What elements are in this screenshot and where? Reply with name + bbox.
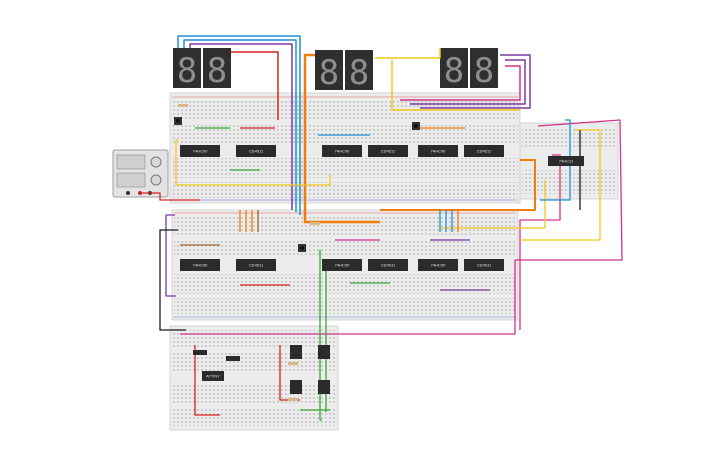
chip-right-board: 74HC11 — [548, 156, 584, 166]
svg-text:8: 8 — [444, 51, 464, 91]
transistors — [193, 345, 330, 394]
chip — [180, 145, 220, 157]
chip-label: 74HC00 — [431, 263, 446, 268]
chip-label: ATTINY — [206, 374, 220, 379]
chip — [464, 259, 504, 271]
chip — [236, 259, 276, 271]
chip-label: CD4511 — [477, 263, 492, 268]
seven-segment-display-2: 8 — [203, 48, 231, 91]
svg-text:8: 8 — [207, 51, 227, 91]
chip — [464, 145, 504, 157]
seven-segment-display-4: 8 — [345, 50, 373, 93]
breadboard-bottom — [169, 325, 339, 431]
chip-attiny: ATTINY — [202, 371, 224, 381]
seven-segment-display-5: 8 — [440, 48, 468, 91]
chip-label: CD4511 — [249, 149, 264, 154]
push-buttons[interactable] — [174, 117, 420, 252]
resistors — [178, 104, 320, 401]
wires — [140, 35, 623, 421]
chip — [368, 145, 408, 157]
chip — [368, 259, 408, 271]
chip-label: 74HC00 — [335, 263, 350, 268]
chip-label: 74HC00 — [335, 149, 350, 154]
chip — [322, 145, 362, 157]
chip-label: 74HC00 — [431, 149, 446, 154]
svg-text:8: 8 — [319, 53, 339, 93]
chip — [418, 145, 458, 157]
chip — [236, 145, 276, 157]
chip-label: CD4511 — [381, 263, 396, 268]
svg-text:8: 8 — [474, 51, 494, 91]
chip-label: CD4511 — [477, 149, 492, 154]
chips-top-row: 74HC00 CD4511 74HC00 CD4511 74HC00 CD4511 — [180, 145, 504, 157]
chip-label: 74HC00 — [193, 149, 208, 154]
chip-label: CD4511 — [381, 149, 396, 154]
seven-segment-display-1: 8 — [173, 48, 201, 91]
chip — [322, 259, 362, 271]
seven-segment-display-3: 8 — [315, 50, 343, 93]
power-supply-icon[interactable] — [112, 149, 169, 198]
chip — [180, 259, 220, 271]
chip-label: 74HC00 — [193, 263, 208, 268]
svg-text:8: 8 — [177, 51, 197, 91]
chip — [418, 259, 458, 271]
chip-label: 74HC11 — [559, 159, 574, 164]
chip-label: CD4511 — [249, 263, 264, 268]
svg-text:8: 8 — [349, 53, 369, 93]
seven-segment-display-6: 8 — [470, 48, 498, 91]
chips-middle-row: 74HC00 CD4511 74HC00 CD4511 74HC00 CD4511 — [180, 259, 504, 271]
